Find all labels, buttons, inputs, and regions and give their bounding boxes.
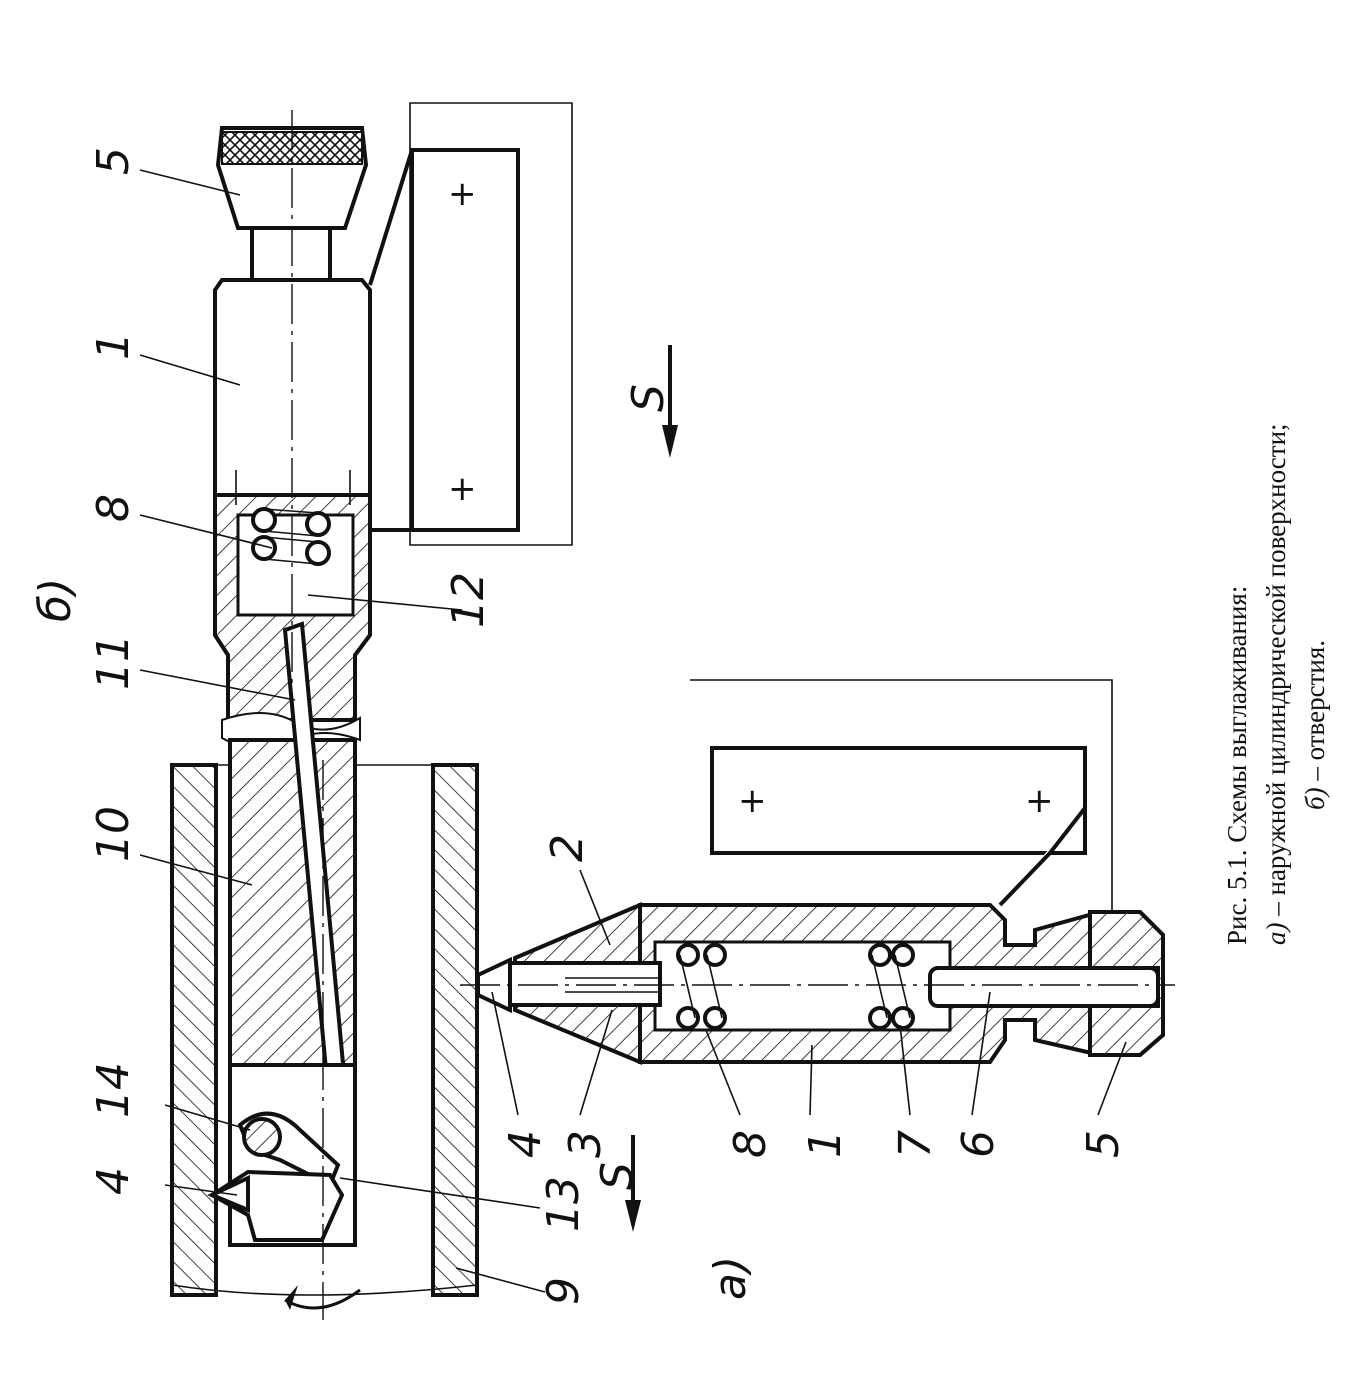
caption-line-3: б) – отверстия. xyxy=(1300,640,1330,810)
nut-5-a xyxy=(1088,910,1165,1057)
part-labels: б) 5 1 8 11 10 14 4 12 13 9 S 2 4 3 S 8 … xyxy=(30,147,1129,1305)
label-9: 9 xyxy=(538,1277,589,1305)
label-b-view: б) xyxy=(30,578,81,622)
label-1-top: 1 xyxy=(88,332,139,360)
tool-holder-clamp xyxy=(410,148,520,532)
label-1-bottom: 1 xyxy=(800,1130,851,1158)
label-4-bottom: 4 xyxy=(500,1130,551,1158)
caption-line-3-text: – отверстия. xyxy=(1300,640,1330,787)
svg-text:+: + xyxy=(448,174,477,214)
svg-text:+: + xyxy=(738,781,767,821)
label-13: 13 xyxy=(538,1176,589,1232)
caption-line-3-prefix: б) xyxy=(1300,787,1330,810)
label-feed-b: S xyxy=(623,384,674,412)
scheme-b: + + xyxy=(139,102,678,1320)
label-4-top: 4 xyxy=(88,1167,139,1195)
svg-text:+: + xyxy=(448,469,477,509)
label-a-view: а) xyxy=(705,1256,756,1300)
tool-holder-frame-a xyxy=(690,679,1113,930)
label-7: 7 xyxy=(890,1130,941,1158)
knob-stem xyxy=(250,226,332,282)
caption-line-1: Рис. 5.1. Схемы выглаживания: xyxy=(1222,586,1252,945)
label-12: 12 xyxy=(443,572,494,628)
spring-8-a xyxy=(676,943,727,1030)
svg-text:+: + xyxy=(1025,781,1054,821)
workpiece-wall-right xyxy=(431,763,479,1297)
caption-line-2-text: – наружной цилиндрической поверхности; xyxy=(1261,423,1291,922)
workpiece-wall-left xyxy=(170,763,218,1297)
label-5-top: 5 xyxy=(88,147,139,175)
label-6: 6 xyxy=(953,1130,1004,1158)
tool-holder-clamp-a xyxy=(710,746,1087,855)
caption-line-2: а) – наружной цилиндрической поверхности… xyxy=(1261,423,1291,945)
label-2: 2 xyxy=(542,834,593,862)
label-3: 3 xyxy=(560,1130,611,1158)
label-8-top: 8 xyxy=(88,494,139,522)
pivot-14 xyxy=(242,1117,282,1157)
label-14: 14 xyxy=(88,1062,139,1118)
holder-chamfer-line xyxy=(368,149,414,286)
spring-7-a xyxy=(868,943,915,1030)
leader-lines-b xyxy=(139,169,546,1293)
scheme-a: + + xyxy=(460,679,1175,1232)
figure-caption: Рис. 5.1. Схемы выглаживания: а) – наруж… xyxy=(1222,423,1330,945)
spring-cavity xyxy=(236,513,355,617)
label-5-bottom: 5 xyxy=(1078,1130,1129,1158)
stem-3 xyxy=(508,961,662,1007)
caption-line-2-prefix: а) xyxy=(1261,923,1291,946)
label-10: 10 xyxy=(88,806,139,862)
adjust-screw-6 xyxy=(928,966,1160,1008)
label-8-bottom: 8 xyxy=(725,1130,776,1158)
leader-lines-a xyxy=(491,869,1127,1116)
spring-8 xyxy=(251,507,331,566)
label-11: 11 xyxy=(88,634,139,690)
label-feed-a: S xyxy=(592,1162,643,1190)
